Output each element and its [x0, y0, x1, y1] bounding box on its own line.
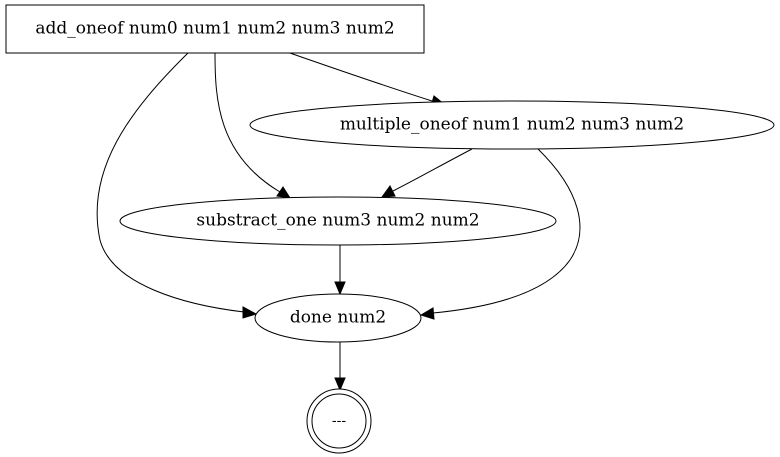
- node-final: ---: [306, 388, 372, 454]
- arrow-head: [334, 377, 346, 392]
- node-label-substract-one: substract_one num3 num2 num2: [196, 211, 479, 231]
- arrow-head: [242, 306, 258, 319]
- node-ellipse: [254, 293, 422, 343]
- edges: [96, 51, 581, 392]
- node-multiple-oneof: multiple_oneof num1 num2 num3 num2: [249, 100, 775, 150]
- node-label-final: ---: [332, 413, 346, 429]
- node-ellipse: [119, 196, 557, 246]
- node-label-multiple-oneof: multiple_oneof num1 num2 num3 num2: [340, 115, 684, 135]
- node-add-oneof: add_oneof num0 num1 num2 num3 num2: [5, 4, 425, 54]
- edge-add-oneof-to-done: [96, 52, 245, 313]
- edge-add-oneof-to-multiple-oneof: [286, 51, 433, 102]
- edge-multiple-oneof-to-done: [432, 148, 581, 314]
- node-substract-one: substract_one num3 num2 num2: [119, 196, 557, 246]
- node-done: done num2: [254, 293, 422, 343]
- arrow-head: [334, 281, 346, 296]
- node-box: [5, 4, 425, 54]
- edge-multiple-oneof-to-substract-one: [392, 148, 473, 192]
- node-label-add-oneof: add_oneof num0 num1 num2 num3 num2: [35, 19, 394, 39]
- node-ellipse: [249, 100, 775, 150]
- arrow-head: [419, 307, 435, 320]
- edge-add-oneof-to-substract-one: [214, 52, 281, 193]
- arrow-head: [380, 185, 396, 198]
- final-inner-circle: [311, 393, 367, 449]
- node-label-done: done num2: [290, 308, 386, 328]
- arrow-head: [276, 186, 292, 199]
